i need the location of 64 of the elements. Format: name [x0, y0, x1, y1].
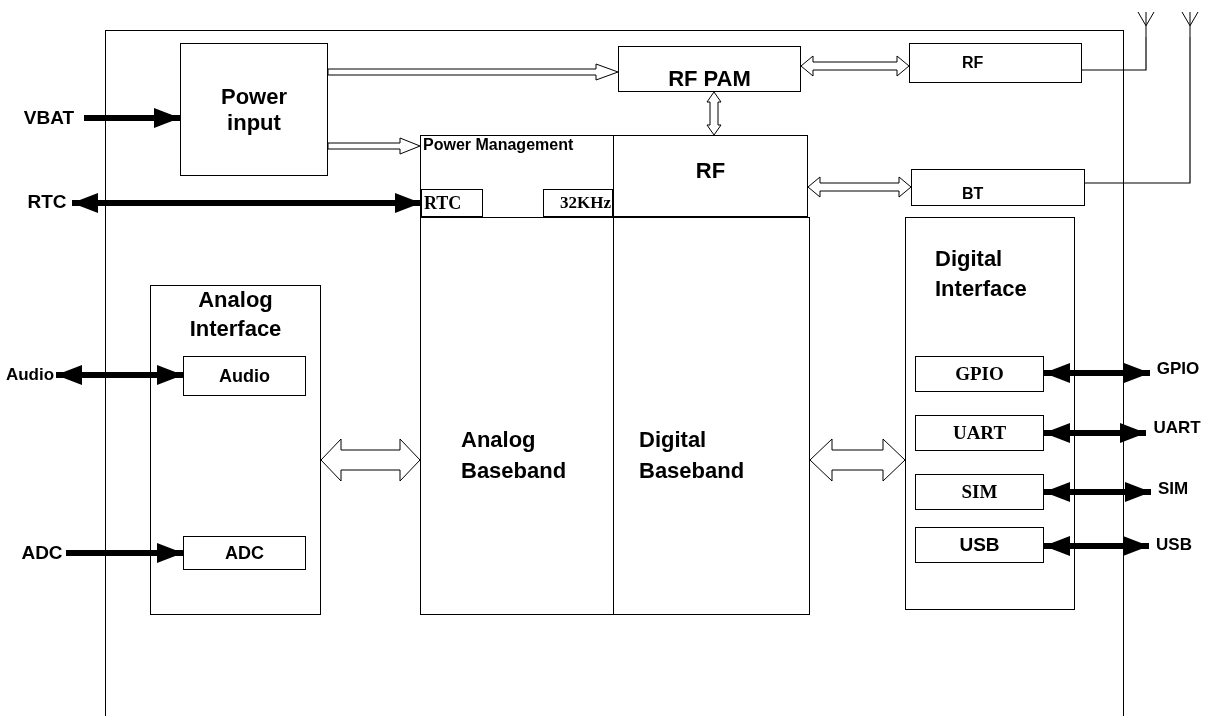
block-label: 32KHz	[559, 193, 611, 213]
block-arrow	[809, 438, 906, 482]
arrow	[1044, 482, 1151, 502]
block-label: Digital Baseband	[639, 426, 746, 485]
signal-label: Audio	[4, 365, 56, 385]
uart-block	[915, 415, 1044, 451]
audio-block	[183, 356, 306, 396]
digital-interface-block	[905, 217, 1075, 610]
block-label: RTC	[424, 192, 463, 214]
outline-frame	[105, 30, 1124, 716]
usb-block	[915, 527, 1044, 563]
block-label: Audio	[218, 365, 271, 387]
rtc-block	[421, 189, 483, 217]
block-label: Analog Interface	[188, 286, 283, 343]
signal-label: RTC	[26, 191, 68, 213]
antenna-icon	[1181, 12, 1199, 37]
signal-label: UART	[1152, 418, 1202, 438]
gpio-block	[915, 356, 1044, 392]
block-label: Digital Interface	[935, 245, 1028, 303]
rf-pam-block	[618, 46, 801, 92]
connector-line	[1084, 36, 1191, 184]
antenna-icon	[1137, 12, 1155, 37]
block-arrow	[327, 63, 619, 81]
signal-label: GPIO	[1155, 359, 1201, 379]
rf-block	[613, 135, 808, 217]
signal-label: USB	[1155, 535, 1193, 555]
analog-interface-block	[150, 285, 321, 615]
signal-label: ADC	[20, 542, 64, 564]
arrow	[84, 108, 180, 128]
block-label: RF	[694, 158, 727, 184]
sim-block	[915, 474, 1044, 510]
block-label: SIM	[960, 481, 999, 503]
block-label: GPIO	[954, 363, 1005, 385]
arrow	[56, 365, 183, 385]
power-management-block	[420, 135, 614, 218]
block-arrow	[327, 137, 421, 155]
signal-label: SIM	[1156, 479, 1190, 499]
adc-block	[183, 536, 306, 570]
arrow	[1044, 423, 1146, 443]
block-label: Power input	[220, 84, 288, 135]
block-label: ADC	[224, 542, 265, 564]
block-label: UART	[951, 422, 1008, 444]
block-label: RF	[962, 53, 985, 73]
bt-block	[911, 169, 1085, 206]
block-label: Power Management	[423, 136, 575, 155]
arrow	[66, 543, 183, 563]
block-arrow	[320, 438, 421, 482]
block-label: Analog Baseband	[461, 426, 568, 485]
block-label: USB	[958, 534, 1001, 556]
clock-block	[543, 189, 613, 217]
power-input-block	[180, 43, 328, 176]
block-arrow	[706, 91, 722, 136]
connector-line	[1081, 36, 1147, 71]
block-label: RF PAM	[667, 65, 752, 91]
arrow	[1044, 536, 1149, 556]
arrow	[1044, 363, 1150, 383]
signal-label: VBAT	[22, 107, 76, 129]
block-arrow	[800, 55, 910, 77]
digital-baseband-block	[613, 217, 810, 615]
block-arrow	[807, 176, 912, 198]
arrow	[72, 193, 421, 213]
block-label: BT	[962, 184, 985, 203]
analog-baseband-block	[420, 217, 614, 615]
rf-block	[909, 43, 1082, 83]
